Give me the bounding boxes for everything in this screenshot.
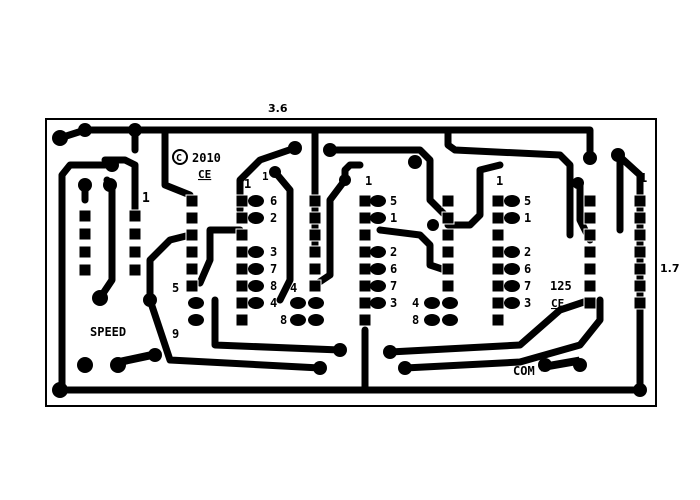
silkscreen: C 2010 CE SPEED COM 125 CE 1 1 1 6 2 3 7… xyxy=(90,149,647,378)
oval-pads xyxy=(188,195,520,326)
revision-initials: CE xyxy=(551,297,564,310)
pin-label: 1 xyxy=(262,170,269,183)
pin-label: 2 xyxy=(270,211,277,225)
pin-label: 8 xyxy=(270,279,277,293)
pin-label: 8 xyxy=(412,313,419,327)
pin-label: 1 xyxy=(142,191,150,206)
pin-label: 1 xyxy=(244,177,251,191)
pin-label: 9 xyxy=(172,327,179,341)
pin-label: 1 xyxy=(365,174,372,188)
height-dimension-label: 1.7 xyxy=(660,262,680,275)
pin-label: 6 xyxy=(270,194,277,208)
copyright-year: 2010 xyxy=(192,151,221,165)
copyright-c: C xyxy=(176,153,182,164)
pin-label: 6 xyxy=(524,262,531,276)
copper-traces xyxy=(56,126,644,394)
pin-label: 2 xyxy=(524,245,531,259)
pin-label: 1 xyxy=(524,211,531,225)
round-pads xyxy=(52,123,647,398)
pin-label: 6 xyxy=(390,262,397,276)
pin-label: 5 xyxy=(390,194,397,208)
pin-label: 5 xyxy=(524,194,531,208)
pin-label: 4 xyxy=(290,281,297,295)
pin-label: 7 xyxy=(390,279,397,293)
pin-label: 1 xyxy=(640,171,647,185)
board-outline xyxy=(45,118,657,407)
copyright-icon xyxy=(172,149,188,165)
square-pads xyxy=(78,194,647,327)
pin-label: 3 xyxy=(524,296,531,310)
pin-label: 4 xyxy=(270,296,277,310)
pin-label: 7 xyxy=(524,279,531,293)
initials-mark: CE xyxy=(198,168,211,181)
pin-label: 3 xyxy=(390,296,397,310)
speed-label: SPEED xyxy=(90,325,126,339)
com-label: COM xyxy=(513,364,535,378)
width-dimension-label: 3.6 xyxy=(268,102,288,115)
pin-label: 2 xyxy=(390,245,397,259)
pin-label: 7 xyxy=(270,262,277,276)
pin-label: 1 xyxy=(496,174,503,188)
pin-label: 1 xyxy=(390,211,397,225)
pin-label: 8 xyxy=(280,313,287,327)
pin-label: 4 xyxy=(412,296,419,310)
revision-number: 125 xyxy=(550,279,572,293)
pin-label: 3 xyxy=(270,245,277,259)
pin-label: 5 xyxy=(172,281,179,295)
